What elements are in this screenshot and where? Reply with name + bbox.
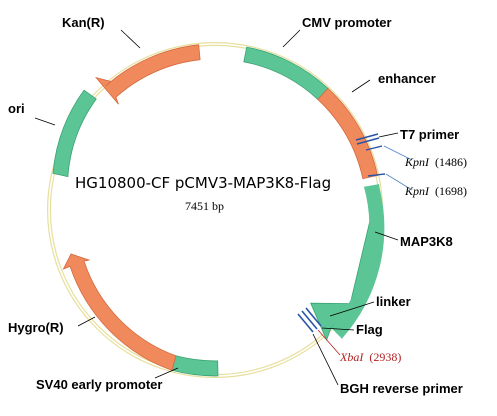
- leader-t7: [378, 132, 399, 138]
- kpn1-marker-a: [365, 145, 383, 151]
- leader-ori: [34, 117, 56, 126]
- label-cmv-promoter: CMV promoter: [302, 15, 392, 30]
- cmv-promoter-arc: [243, 46, 329, 100]
- kpn1-a-position: (1486): [435, 155, 467, 169]
- leader-bgh: [312, 333, 339, 386]
- label-linker: linker: [376, 294, 411, 309]
- leader-enhancer: [351, 79, 371, 93]
- label-enhancer: enhancer: [378, 71, 436, 86]
- enhancer-arc: [317, 87, 378, 180]
- ori-arc: [52, 89, 97, 178]
- leader-linker: [329, 301, 375, 317]
- label-xba1: XbaI (2938): [339, 350, 401, 364]
- label-flag: Flag: [356, 322, 383, 337]
- bgh-primer-marker: [297, 307, 322, 333]
- label-t7-primer: T7 primer: [400, 127, 459, 142]
- t7-primer-marker: [355, 133, 380, 145]
- plasmid-size: 7451 bp: [185, 199, 224, 213]
- leader-xba1: [317, 329, 341, 356]
- hygro-arrow: [62, 253, 177, 371]
- kpn1-b-name: KpnI: [404, 184, 430, 198]
- plasmid-name: HG10800-CF pCMV3-MAP3K8-Flag: [75, 174, 331, 192]
- leader-kan: [120, 29, 141, 49]
- label-bgh-reverse-primer: BGH reverse primer: [340, 381, 463, 396]
- leader-flag: [321, 327, 355, 331]
- kpn1-marker-b: [367, 173, 386, 177]
- label-hygro: Hygro(R): [8, 320, 64, 335]
- leader-map3k8: [374, 231, 399, 241]
- kpn1-a-name: KpnI: [404, 155, 430, 169]
- leader-kpn1-a: [383, 145, 413, 161]
- leader-cmv: [282, 29, 301, 48]
- leader-sv40: [154, 367, 179, 379]
- label-sv40-early-promoter: SV40 early promoter: [36, 377, 162, 392]
- label-kpn1-a: KpnI (1486): [404, 155, 467, 169]
- leader-kpn1-b: [385, 173, 413, 191]
- leader-hygro: [77, 316, 96, 327]
- label-kpn1-b: KpnI (1698): [404, 184, 467, 198]
- xba1-name: XbaI: [339, 350, 364, 364]
- map3k8-arrow-body: [331, 184, 385, 339]
- label-map3k8: MAP3K8: [400, 234, 453, 249]
- xba1-position: (2938): [369, 350, 401, 364]
- label-ori: ori: [8, 101, 25, 116]
- kpn1-b-position: (1698): [435, 184, 467, 198]
- kan-arrow: [95, 44, 201, 105]
- label-kan: Kan(R): [62, 15, 105, 30]
